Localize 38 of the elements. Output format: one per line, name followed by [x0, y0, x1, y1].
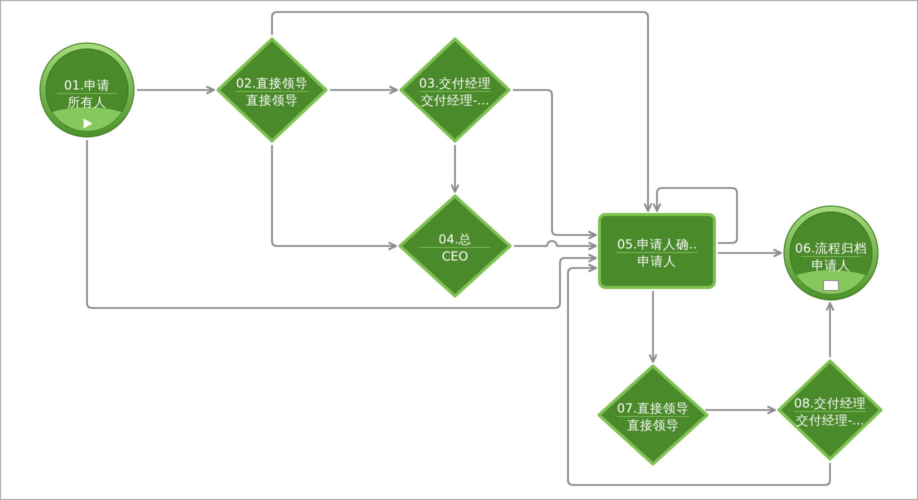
arrow — [271, 145, 397, 250]
process-box — [598, 213, 716, 289]
assignee-label: 直接领导 — [246, 92, 298, 108]
arrow — [330, 86, 398, 94]
decision-diamond — [597, 364, 709, 466]
arrow — [513, 89, 597, 240]
assignee-label: CEO — [442, 248, 468, 264]
assignee-label: 申请人 — [812, 258, 850, 272]
decision-diamond — [777, 359, 883, 461]
step-label: 03.交付经理 — [419, 76, 491, 90]
step-label: 08.交付经理 — [794, 396, 866, 410]
step-label: 05.申请人确.. — [617, 236, 697, 252]
step-label: 02.直接领导 — [236, 76, 308, 90]
step-label: 06.流程归档 — [795, 240, 867, 256]
decision-diamond — [398, 194, 512, 298]
arrow — [137, 86, 215, 94]
arrow — [718, 248, 782, 258]
decision-diamond — [216, 37, 328, 143]
assignee-label: 交付经理-... — [420, 92, 490, 108]
step-label: 07.直接领导 — [617, 400, 689, 416]
arrow — [86, 140, 597, 309]
start-circle — [39, 42, 135, 138]
arrow — [514, 240, 597, 250]
arrow — [450, 145, 460, 193]
arrow — [652, 187, 738, 244]
arrow — [706, 406, 776, 414]
assignee-label: 直接领导 — [627, 418, 679, 432]
end-circle — [783, 205, 879, 301]
assignee-label: 申请人 — [638, 254, 676, 268]
step-label: 04.总 — [438, 232, 472, 246]
decision-diamond — [399, 37, 511, 143]
arrow — [271, 11, 652, 212]
arrow — [826, 302, 834, 357]
assignee-label: 所有人 — [68, 94, 106, 110]
assignee-label: 交付经理-... — [796, 412, 864, 428]
arrow — [648, 291, 658, 363]
arrow — [567, 264, 831, 486]
step-label: 01.申请 — [64, 78, 110, 92]
